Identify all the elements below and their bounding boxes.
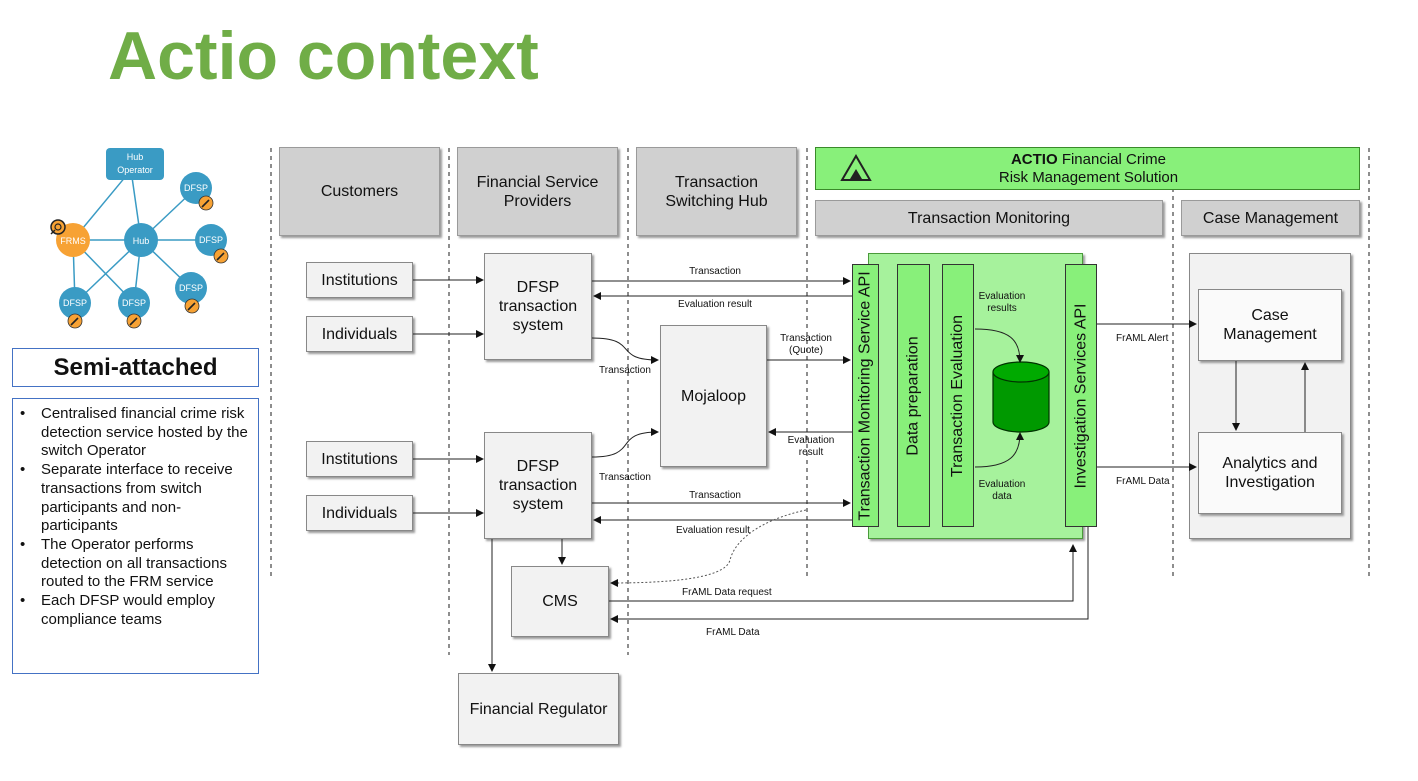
label-framl-data-right: FrAML Data: [1116, 476, 1170, 487]
label-framl-data-request: FrAML Data request: [682, 587, 772, 598]
frms-label: FRMS: [60, 236, 86, 246]
actio-logo-icon: [840, 154, 872, 181]
investigation-api-column: Investigation Services API: [1065, 264, 1097, 527]
financial-regulator-box: Financial Regulator: [458, 673, 619, 745]
label-transaction-bottom: Transaction: [689, 490, 741, 501]
case-management-box: Case Management: [1198, 289, 1342, 361]
svg-text:DFSP: DFSP: [122, 298, 146, 308]
dfsp-node: [175, 272, 207, 304]
label-framl-alert: FrAML Alert: [1116, 333, 1169, 344]
actio-banner-text: ACTIO Financial Crime Risk Management So…: [816, 151, 1361, 187]
svg-text:DFSP: DFSP: [184, 183, 208, 193]
actio-banner: ACTIO Financial Crime Risk Management So…: [815, 147, 1360, 190]
label-evaluation-result-mojaloop: Evaluation result: [787, 435, 835, 458]
lane-header-case-management: Case Management: [1181, 200, 1360, 236]
hub-label: Hub: [133, 236, 150, 246]
hub-operator-node: [106, 148, 164, 180]
label-framl-data-bottom: FrAML Data: [706, 627, 760, 638]
label-evaluation-results: Evaluation results: [978, 291, 1026, 314]
page-title: Actio context: [108, 18, 539, 94]
actio-brand: ACTIO: [1010, 151, 1058, 168]
data-preparation-column: Data preparation: [897, 264, 930, 527]
svg-text:DFSP: DFSP: [199, 235, 223, 245]
frms-node: [56, 223, 90, 257]
lane-header-fsp: Financial Service Providers: [457, 147, 618, 236]
label-evaluation-result-bottom: Evaluation result: [676, 525, 750, 536]
actio-banner-line1: Financial Crime: [1061, 151, 1167, 168]
magnifier-icon: [50, 219, 66, 235]
svg-text:DFSP: DFSP: [179, 283, 203, 293]
label-transaction-mojaloop-2: Transaction: [599, 472, 651, 483]
label-evaluation-data: Evaluation data: [978, 479, 1026, 502]
lane-header-switch: Transaction Switching Hub: [636, 147, 797, 236]
svg-text:DFSP: DFSP: [63, 298, 87, 308]
tms-api-column: Transaction Monitoring Service API: [852, 264, 879, 527]
svg-text:Hub: Hub: [127, 152, 144, 162]
dfsp-system-box-1: DFSP transaction system: [484, 253, 592, 360]
hub-node: [124, 223, 158, 257]
network-diagram: Hub Operator Hub FRMS DFSP DFSP DFSP DFS…: [50, 148, 229, 329]
label-transaction-mojaloop-1: Transaction: [599, 365, 651, 376]
semi-attached-heading: Semi-attached: [12, 348, 259, 387]
individuals-box-2: Individuals: [306, 495, 413, 531]
label-evaluation-result-top: Evaluation result: [678, 299, 752, 310]
bullet-list: Centralised financial crime risk detecti…: [12, 398, 259, 674]
lane-header-transaction-monitoring: Transaction Monitoring: [815, 200, 1163, 236]
database-icon: [992, 361, 1050, 433]
mojaloop-box: Mojaloop: [660, 325, 767, 467]
dfsp-node: [195, 224, 227, 256]
bullet-item: The Operator performs detection on all t…: [20, 536, 252, 592]
individuals-box-1: Individuals: [306, 316, 413, 352]
actio-banner-line2: Risk Management Solution: [998, 169, 1179, 186]
analytics-investigation-box: Analytics and Investigation: [1198, 432, 1342, 514]
dfsp-system-box-2: DFSP transaction system: [484, 432, 592, 539]
cms-box: CMS: [511, 566, 609, 637]
bullet-item: Separate interface to receive transactio…: [20, 461, 252, 536]
bullet-item: Each DFSP would employ compliance teams: [20, 592, 252, 629]
dfsp-node: [59, 287, 91, 319]
institutions-box-2: Institutions: [306, 441, 413, 477]
hammer-icon: [67, 195, 229, 329]
label-transaction-quote: Transaction (Quote): [780, 333, 832, 356]
bullet-item: Centralised financial crime risk detecti…: [20, 405, 252, 461]
transaction-evaluation-column: Transaction Evaluation: [942, 264, 974, 527]
lane-header-customers: Customers: [279, 147, 440, 236]
svg-text:Operator: Operator: [117, 165, 153, 175]
institutions-box-1: Institutions: [306, 262, 413, 298]
dfsp-node: [118, 287, 150, 319]
label-transaction-top: Transaction: [689, 266, 741, 277]
